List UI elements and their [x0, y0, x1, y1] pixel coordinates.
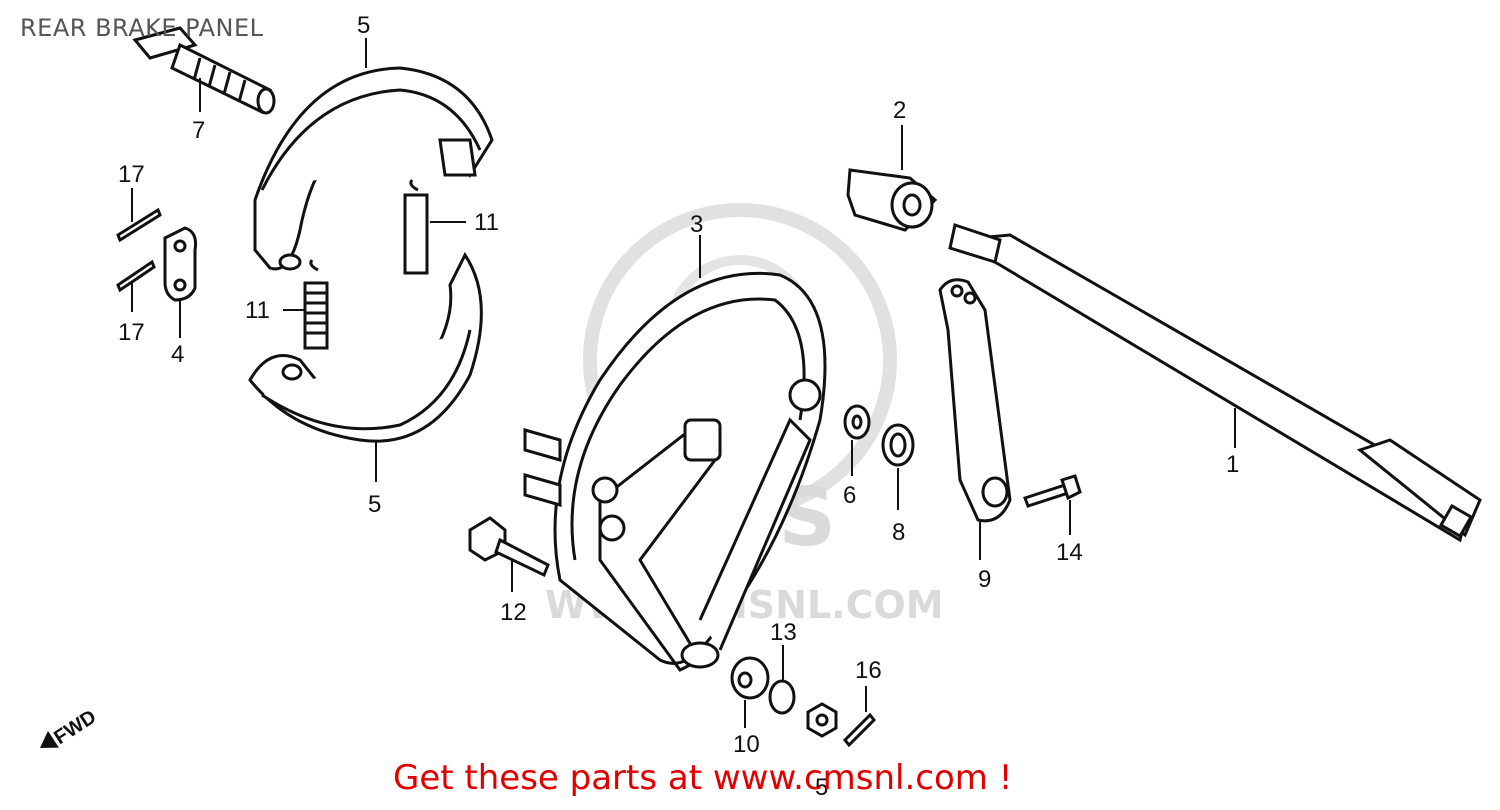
part-5-lower-shoe [248, 252, 483, 443]
callout-2: 2 [893, 97, 906, 124]
part-8-clip [881, 423, 915, 467]
callout-1: 1 [1226, 451, 1239, 478]
part-11-springs [303, 179, 429, 350]
part-3-brake-panel [523, 271, 827, 672]
callout-6: 6 [843, 482, 856, 509]
fwd-indicator: FWD [40, 706, 100, 749]
part-6-washer [843, 404, 871, 440]
part-1-axle [948, 223, 1482, 543]
callout-16: 16 [855, 657, 882, 684]
callout-7: 7 [192, 117, 205, 144]
fwd-arrow-icon [40, 730, 59, 748]
callout-11-upper: 11 [474, 209, 499, 236]
callout-4: 4 [171, 341, 184, 368]
part-14-bolt [1023, 474, 1082, 508]
leader-lines [131, 38, 1236, 728]
callout-8: 8 [892, 519, 905, 546]
callout-labels: 1 2 3 4 5 5 5 6 7 8 9 10 11 11 12 13 14 … [118, 12, 1239, 801]
callout-3: 3 [690, 211, 703, 238]
part-2-collar [846, 168, 938, 232]
callout-12: 12 [500, 599, 527, 626]
part-13-washer [768, 679, 796, 715]
callout-17-upper: 17 [118, 161, 145, 188]
callout-15: 5 [815, 774, 828, 801]
part-15-nut [806, 702, 838, 738]
promo-link[interactable]: Get these parts at www.cmsnl.com ! [393, 758, 1013, 798]
callout-17-lower: 17 [118, 319, 145, 346]
part-17-pins [116, 207, 162, 293]
callout-13: 13 [770, 619, 797, 646]
page-title: REAR BRAKE PANEL [20, 14, 264, 42]
part-9-brake-arm [938, 278, 1012, 523]
part-10-nut [730, 656, 770, 700]
part-7-cam-bolt [132, 26, 276, 115]
callout-14: 14 [1056, 539, 1083, 566]
callout-10: 10 [733, 731, 760, 758]
callout-11-lower: 11 [245, 297, 270, 324]
callout-9: 9 [978, 566, 991, 593]
part-4-plate [163, 226, 197, 302]
part-5-upper-shoe [253, 66, 494, 271]
part-16-pin [842, 712, 877, 748]
fwd-label: FWD [50, 706, 100, 749]
callout-5-lower: 5 [368, 491, 381, 518]
callout-5-upper: 5 [357, 12, 370, 39]
part-12-bolt [468, 516, 550, 578]
